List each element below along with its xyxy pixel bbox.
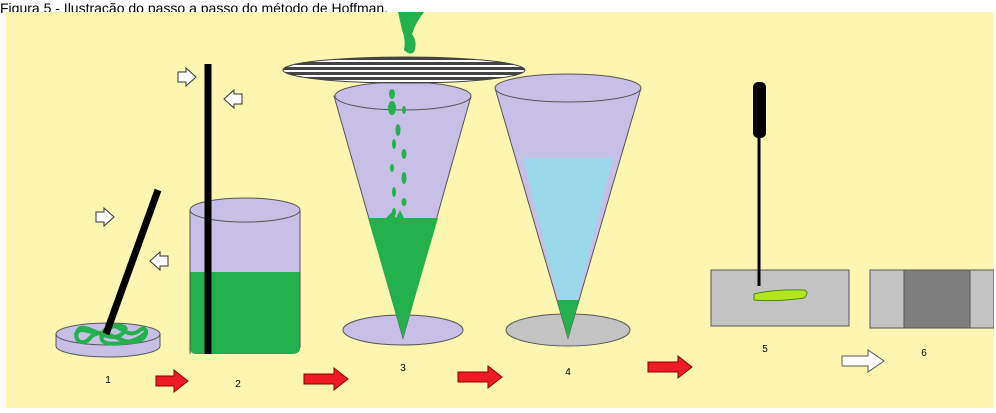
stirring-rod [102, 188, 162, 336]
step-labels: 1 2 3 4 5 6 [105, 344, 927, 390]
procedure-illustration: 1 2 3 4 5 6 [6, 12, 995, 408]
white-arrow-right [95, 206, 115, 228]
step-label-5: 5 [762, 344, 768, 355]
red-arrow-4 [647, 354, 693, 380]
sediment [557, 300, 579, 338]
step-1-petri-dish [55, 188, 169, 358]
step-label-1: 1 [105, 375, 111, 386]
pouring-stream [398, 12, 424, 54]
step-label-2: 2 [235, 379, 241, 390]
sample-smear [753, 289, 808, 302]
step-label-3: 3 [400, 363, 406, 374]
procedure-diagram: 1 2 3 4 5 6 [6, 12, 995, 408]
step-3-filtration [282, 12, 526, 346]
pipette-bulb [753, 82, 766, 138]
red-arrow-1 [155, 368, 189, 394]
gauze-filter [282, 56, 526, 84]
step-2-beaker [177, 64, 301, 354]
white-arrow-left [149, 250, 169, 272]
white-arrow-final [841, 349, 885, 373]
step-5-slide [710, 82, 850, 327]
step-4-sedimentation [494, 73, 642, 347]
step-6-coverslip [869, 269, 995, 329]
coverslip [903, 269, 971, 329]
step-label-4: 4 [565, 367, 571, 378]
white-arrow-right-2 [177, 66, 197, 88]
progress-arrows [155, 349, 885, 394]
white-arrow-left-2 [223, 88, 243, 110]
falling-drops [386, 89, 407, 218]
red-arrow-3 [457, 364, 503, 390]
red-arrow-2 [303, 366, 349, 392]
step-label-6: 6 [921, 348, 927, 359]
